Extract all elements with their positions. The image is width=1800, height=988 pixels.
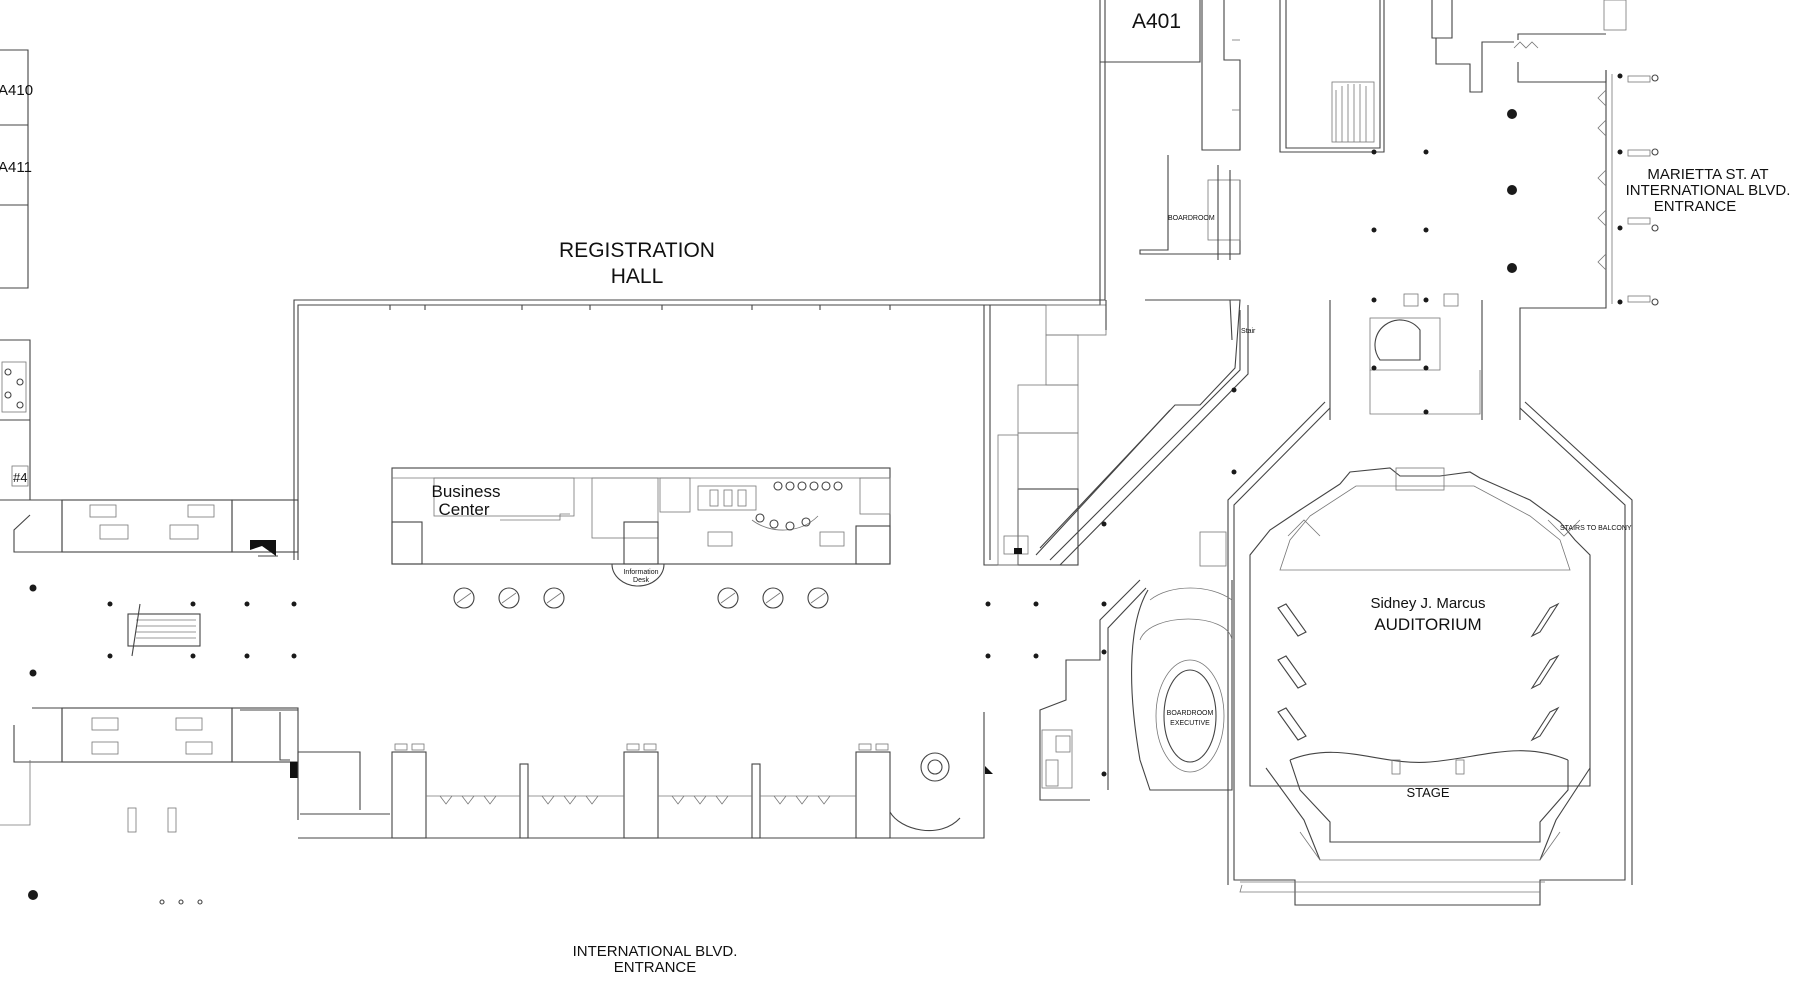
left-room-block (0, 49, 31, 501)
auditorium-label-line1: Sidney J. Marcus (1370, 595, 1485, 612)
information-desk-label-line1: Information (623, 569, 658, 576)
room-a411-label: A411 (0, 159, 32, 176)
lobby-planters (453, 587, 829, 609)
business-center-block (391, 467, 891, 587)
business-center-label-line1: Business (432, 482, 501, 501)
room-4-label: #4 (13, 470, 27, 485)
upper-left-stair-block (13, 499, 299, 557)
lower-left-stair-block (13, 707, 299, 833)
room-a410-label: A410 (0, 82, 33, 99)
service-rooms-block (983, 300, 1107, 566)
boardroom-label: BOARDROOM (1168, 215, 1215, 222)
business-center-label-line2: Center (438, 500, 489, 519)
boardroom-north (1139, 0, 1241, 260)
left-escalator (127, 603, 201, 657)
marietta-entrance-label-line3: ENTRANCE (1654, 198, 1737, 215)
auditorium-stage (1265, 750, 1591, 861)
stage-label: STAGE (1406, 785, 1449, 800)
structural-columns (28, 73, 1623, 905)
international-entrance-label-line1: INTERNATIONAL BLVD. (573, 943, 738, 960)
room-a401-label: A401 (1132, 10, 1181, 33)
upper-escalator-block (1279, 0, 1385, 153)
diagonal-corridor (1035, 0, 1249, 566)
auditorium-outline (1227, 401, 1633, 906)
executive-boardroom-label-line2: EXECUTIVE (1170, 720, 1210, 727)
marietta-entrance-label-line1: MARIETTA ST. AT (1647, 166, 1768, 183)
international-entrance-label-line2: ENTRANCE (614, 959, 697, 976)
executive-boardroom-label-line1: BOARDROOM (1167, 710, 1214, 717)
registration-hall-label-line1: REGISTRATION (559, 239, 715, 262)
registration-hall-outline (293, 0, 1106, 560)
spiral-stair-block (1329, 293, 1483, 420)
international-entrance-wall (240, 709, 985, 839)
marietta-entrance-label-line2: INTERNATIONAL BLVD. (1626, 182, 1791, 199)
executive-boardroom (1039, 531, 1233, 801)
information-desk-label-line2: Desk (633, 577, 649, 584)
marietta-entrance-wall (1519, 70, 1659, 420)
registration-hall-label-line2: HALL (611, 265, 664, 288)
upper-right-rooms (1431, 0, 1627, 93)
auditorium-label-line2: AUDITORIUM (1374, 615, 1481, 634)
auditorium-aisles (1277, 602, 1560, 742)
stairs-to-balcony-label: STAIRS TO BALCONY (1560, 525, 1632, 532)
stair-marker-label: Stair (1241, 328, 1256, 335)
